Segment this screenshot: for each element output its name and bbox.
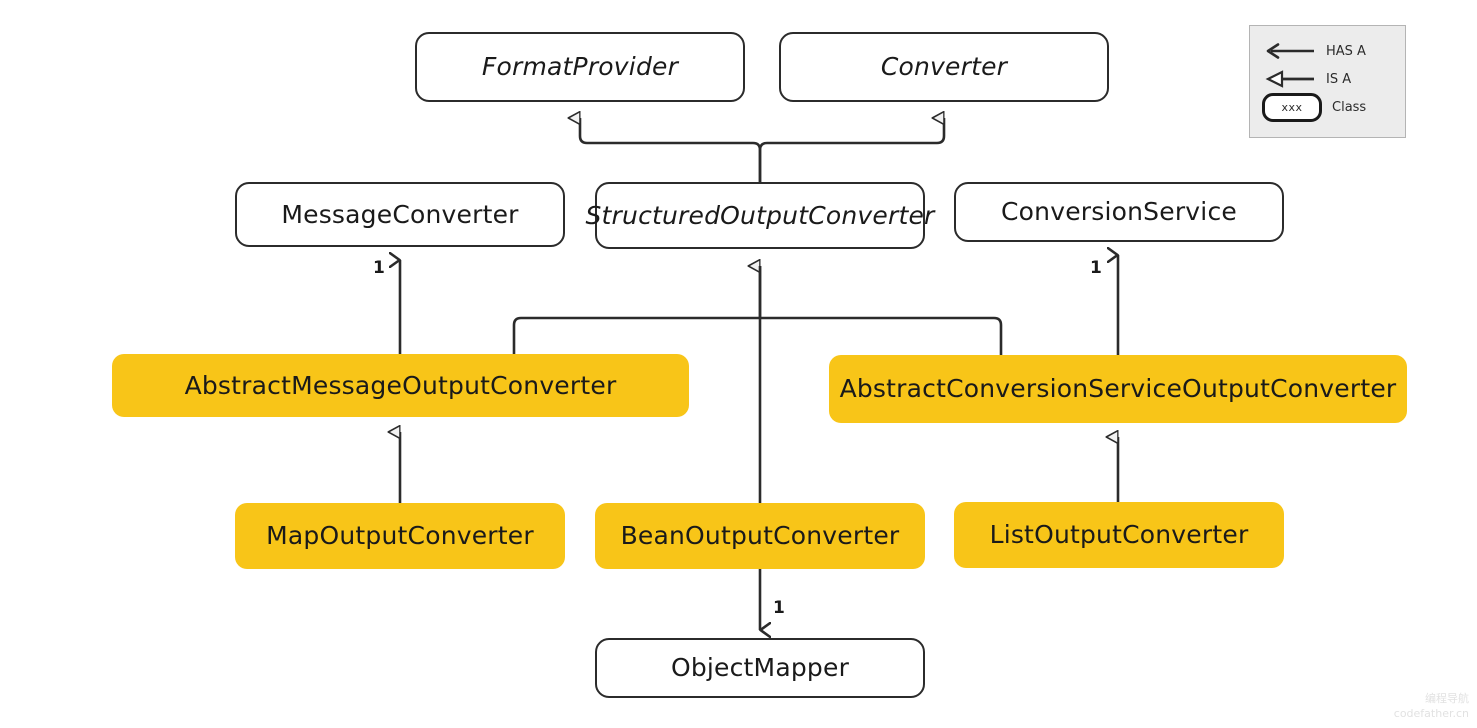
node-map-output-converter-label: MapOutputConverter xyxy=(266,521,534,551)
is-a-triangle-icon xyxy=(1265,70,1314,88)
node-object-mapper-label: ObjectMapper xyxy=(670,653,850,683)
node-object-mapper[interactable]: ObjectMapper xyxy=(595,638,925,698)
edge-amoc-isa-soc xyxy=(512,266,762,354)
node-list-output-converter-label: ListOutputConverter xyxy=(989,520,1249,550)
node-list-output-converter[interactable]: ListOutputConverter xyxy=(954,502,1284,568)
legend-panel: HAS A IS A xxx Class xyxy=(1249,25,1406,138)
node-conversion-service-label: ConversionService xyxy=(1001,197,1237,227)
has-a-arrow-icon xyxy=(1266,43,1314,59)
node-converter[interactable]: Converter xyxy=(779,32,1109,102)
node-structured-output-converter-label: StructuredOutputConverter xyxy=(585,200,935,230)
multiplicity-conversion-service: 1 xyxy=(1090,258,1102,278)
legend-has-a-label: HAS A xyxy=(1326,43,1366,59)
edge-acsoc-isa-soc xyxy=(758,266,1003,355)
legend-row-class: xxx Class xyxy=(1262,93,1366,122)
node-converter-label: Converter xyxy=(880,52,1008,82)
node-bean-output-converter-label: BeanOutputConverter xyxy=(620,521,900,551)
node-conversion-service[interactable]: ConversionService xyxy=(954,182,1284,242)
edge-soc-isa-converter xyxy=(758,118,946,182)
node-abstract-message-output-converter[interactable]: AbstractMessageOutputConverter xyxy=(112,354,689,417)
node-format-provider-label: FormatProvider xyxy=(481,52,679,82)
watermark-line-2: codefather.cn xyxy=(1393,707,1469,721)
node-abstract-message-output-converter-label: AbstractMessageOutputConverter xyxy=(184,370,617,400)
multiplicity-message-converter: 1 xyxy=(373,258,385,278)
watermark-line-1: 编程导航 xyxy=(1425,692,1469,706)
edge-soc-isa-formatprovider xyxy=(580,118,762,182)
node-message-converter[interactable]: MessageConverter xyxy=(235,182,565,247)
multiplicity-object-mapper: 1 xyxy=(773,598,785,618)
node-format-provider[interactable]: FormatProvider xyxy=(415,32,745,102)
legend-row-is-a: IS A xyxy=(1264,69,1351,89)
legend-row-has-a: HAS A xyxy=(1264,41,1366,61)
node-abstract-conversion-service-output-converter[interactable]: AbstractConversionServiceOutputConverter xyxy=(829,355,1407,423)
legend-class-label: Class xyxy=(1332,100,1367,115)
node-map-output-converter[interactable]: MapOutputConverter xyxy=(235,503,565,569)
legend-class-box-text: xxx xyxy=(1281,101,1303,114)
legend-is-a-label: IS A xyxy=(1326,71,1352,87)
legend-class-box: xxx xyxy=(1262,93,1322,122)
node-message-converter-label: MessageConverter xyxy=(281,199,519,229)
node-structured-output-converter[interactable]: StructuredOutputConverter xyxy=(585,182,934,249)
node-bean-output-converter[interactable]: BeanOutputConverter xyxy=(595,503,925,569)
node-abstract-conversion-service-output-converter-label: AbstractConversionServiceOutputConverter xyxy=(839,374,1397,404)
watermark: 编程导航 codefather.cn xyxy=(1394,692,1469,722)
